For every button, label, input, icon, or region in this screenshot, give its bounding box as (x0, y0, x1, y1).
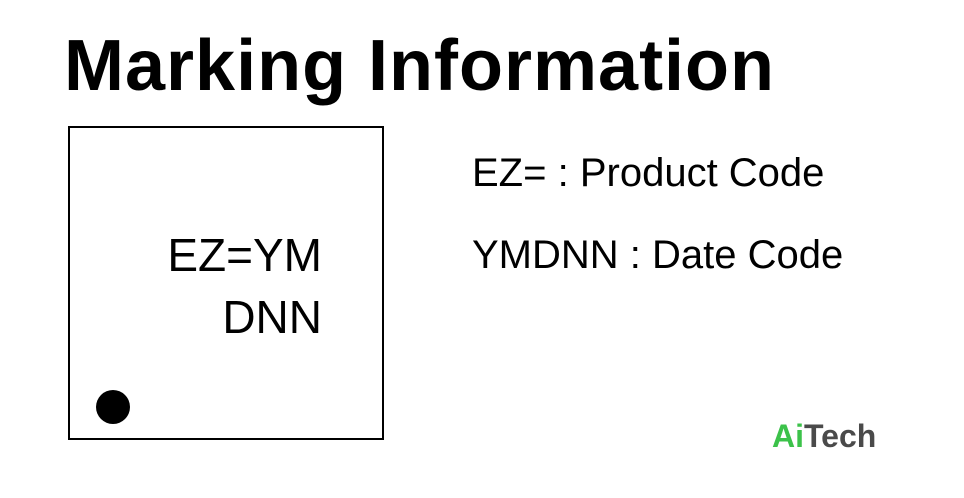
chip-marking-line-2: DNN (222, 291, 322, 343)
chip-package-outline: EZ=YM DNN (68, 126, 384, 440)
legend-item-product-code: EZ= : Product Code (472, 132, 843, 214)
legend-meaning: Product Code (579, 151, 825, 195)
legend-meaning: Date Code (652, 233, 844, 277)
logo-ai-text: Ai (772, 418, 804, 454)
page-title: Marking Information (64, 26, 776, 106)
pin1-dot-icon (96, 390, 130, 424)
legend-separator: : (618, 233, 653, 277)
legend-separator: : (546, 151, 580, 195)
aitech-logo: AiTech (772, 420, 876, 452)
logo-tech-text: Tech (804, 418, 877, 454)
chip-marking: EZ=YM DNN (167, 224, 322, 348)
chip-marking-line-1: EZ=YM (167, 229, 322, 281)
legend-item-date-code: YMDNN : Date Code (472, 214, 843, 296)
marking-legend: EZ= : Product Code YMDNN : Date Code (472, 132, 843, 296)
legend-code: EZ= (472, 151, 547, 195)
legend-code: YMDNN (472, 233, 619, 277)
